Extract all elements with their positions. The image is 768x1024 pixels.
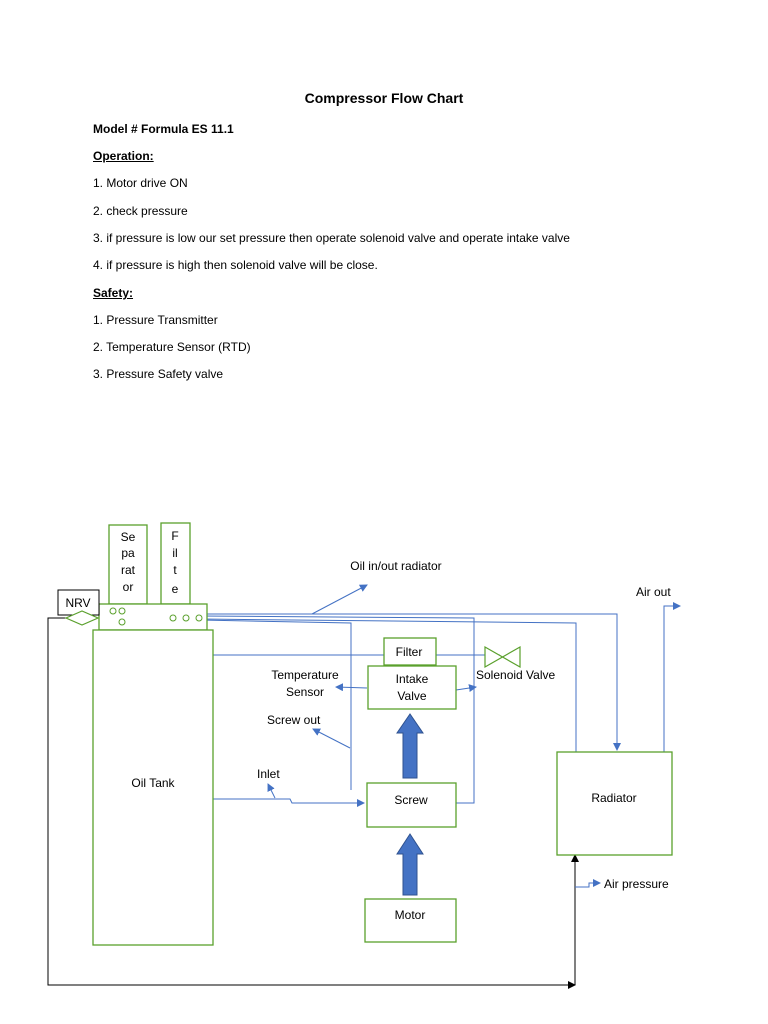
radiator-label: Radiator [591, 791, 636, 805]
filter-element-label: F [171, 529, 178, 543]
separator-label: rat [121, 563, 136, 577]
oil-tank-box [92, 629, 214, 946]
filter-element-label: e [172, 582, 179, 596]
filter-label: Filter [396, 645, 423, 659]
tank-header [98, 603, 208, 631]
nrv-label: NRV [65, 596, 90, 610]
filter-box [383, 637, 437, 666]
operation-heading: Operation: [93, 149, 154, 163]
safety-item: 3. Pressure Safety valve [93, 367, 224, 381]
motor-label: Motor [395, 908, 426, 922]
header-ports [109, 607, 203, 626]
separator-box [108, 524, 148, 605]
filter-element-label: t [173, 563, 177, 577]
temperature-sensor-label: Temperature [271, 668, 339, 682]
filter-element-label: il [172, 546, 177, 560]
screw-to-intake-arrow [396, 713, 424, 779]
screw-label: Screw [394, 793, 428, 807]
safety-item: 1. Pressure Transmitter [93, 313, 218, 327]
air-out-label: Air out [636, 585, 671, 599]
oil-tank-label: Oil Tank [131, 776, 175, 790]
safety-heading: Safety: [93, 286, 134, 300]
screw-out-label: Screw out [267, 713, 321, 727]
radiator-box [556, 751, 673, 856]
page-title: Compressor Flow Chart [304, 90, 464, 106]
operation-step: 3. if pressure is low our set pressure t… [93, 231, 570, 245]
nrv-valve-icon [64, 610, 100, 626]
operation-step: 4. if pressure is high then solenoid val… [93, 258, 378, 272]
separator-label: pa [121, 546, 135, 560]
solenoid-valve-label: Solenoid Valve [476, 668, 555, 682]
air-pressure-label: Air pressure [604, 877, 669, 891]
separator-label: Se [121, 530, 136, 544]
inlet-label: Inlet [257, 767, 280, 781]
nrv-box [57, 589, 100, 616]
model-number: Model # Formula ES 11.1 [93, 122, 234, 136]
operation-step: 2. check pressure [93, 204, 188, 218]
screw-box [366, 782, 457, 828]
solenoid-valve-icon [484, 645, 521, 669]
safety-item: 2. Temperature Sensor (RTD) [93, 340, 251, 354]
oil-inout-label: Oil in/out radiator [350, 559, 441, 573]
temperature-sensor-label: Sensor [286, 685, 324, 699]
operation-step: 1. Motor drive ON [93, 176, 188, 190]
motor-to-screw-arrow [396, 833, 424, 896]
intake-valve-label: Intake [396, 672, 429, 686]
filter-element-box [160, 522, 191, 605]
intake-valve-box [367, 665, 457, 710]
intake-valve-label: Valve [397, 689, 426, 703]
separator-label: or [123, 580, 134, 594]
motor-box [364, 898, 457, 943]
